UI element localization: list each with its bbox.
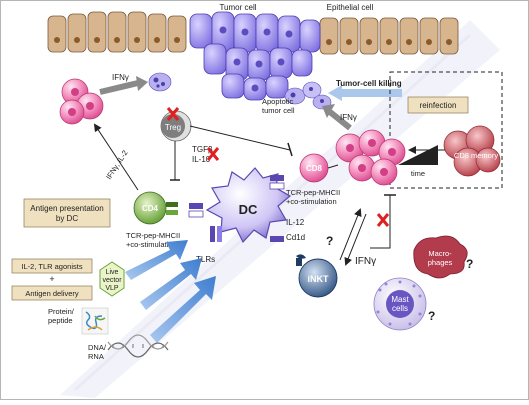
cd8-link (327, 164, 339, 169)
reinfection-label: reinfection (420, 101, 457, 110)
protein-structure-icon (81, 307, 109, 335)
dc-label: DC (239, 202, 258, 217)
dna-label-2: RNA (88, 352, 104, 361)
ifng-activated-cells (59, 78, 104, 125)
live-label-2: vector (102, 277, 122, 284)
cd8-memory-label: CD8 memory (454, 151, 498, 160)
macrophage-cell (413, 235, 468, 279)
ifng-label-top-left: IFNγ (112, 73, 129, 82)
tgfb-label: TGFβ (192, 145, 213, 154)
live-vector-hexagon (99, 261, 125, 297)
antigen-delivery-box (11, 285, 93, 301)
inkt-label: iNKT (308, 274, 329, 284)
inkt-to-cd8-arrow (339, 208, 362, 261)
antigen-delivery-label: Antigen delivery (25, 289, 79, 298)
question-mark-3: ? (428, 309, 435, 323)
killing-arrow-head (328, 85, 342, 101)
il10-label: IL-10 (192, 155, 211, 164)
ifng-inhibit-line (370, 195, 391, 249)
cd1d-label: Cd1d (286, 233, 305, 242)
dna-label-1: DNA/ (88, 343, 107, 352)
tcr-cd8-label-1: TCR-pep-MHCII (286, 188, 340, 197)
cd4-to-cells-arrow (93, 123, 139, 191)
live-label-3: VLP (105, 285, 119, 292)
tcr-cd8-label-2: +co-stimulation (286, 197, 337, 206)
question-mark-1: ? (326, 234, 333, 248)
ifng-arrow-left (99, 80, 139, 95)
dna-helix-icon (107, 334, 169, 358)
protein-label-2: peptide (48, 316, 73, 325)
cd8-to-inkt-arrow (344, 213, 367, 266)
cd4-label: CD4 (142, 204, 159, 213)
ifng-label-right: IFNγ (340, 113, 357, 122)
apoptotic-label-1: Apoptotic (262, 97, 294, 106)
cd8-memory-cells (443, 125, 501, 177)
tgfb-x-icon (206, 147, 220, 161)
macrophages-label-2: phages (428, 258, 453, 267)
reinfection-box (389, 71, 503, 189)
tumor-cell-killing-label: Tumor-cell killing (336, 79, 402, 88)
dc-receptors (188, 175, 285, 242)
adjuvant-box (11, 258, 93, 274)
ifng-label-bottom: IFNγ (355, 256, 376, 267)
macrophages-label-1: Macro- (428, 249, 452, 258)
small-apoptotic-cell (148, 72, 172, 92)
inkt-cell (296, 254, 338, 298)
ifng-arrow-left-head (136, 76, 148, 91)
apoptotic-label-2: tumor cell (262, 106, 295, 115)
epithelial-cell-label: Epithelial cell (327, 3, 374, 12)
cd8-effector-cells (335, 129, 406, 186)
question-mark-2: ? (466, 257, 473, 271)
cd8-label: CD8 (306, 164, 323, 173)
protein-label-1: Protein/ (48, 307, 75, 316)
time-label: time (411, 169, 425, 178)
reinfection-label-box (407, 96, 469, 114)
mast-label-2: cells (392, 304, 408, 313)
il12-label: IL-12 (286, 218, 305, 227)
tumor-cell-label: Tumor cell (219, 3, 256, 12)
delivery-arrows (125, 240, 216, 343)
treg-label: Treg (165, 123, 181, 132)
ifng-arrow-right-head (322, 104, 335, 118)
antigen-presentation-box (23, 198, 111, 228)
ifng-x-icon (376, 213, 390, 227)
epithelial-layer: Tumor cell Epithelial cell (47, 3, 459, 101)
treg-to-cd8-inhibit (189, 125, 291, 151)
antigen-presentation-label-1: Antigen presentation (30, 204, 103, 213)
tcr-cd4-label-2: +co-stimulation (126, 240, 177, 249)
plus-label: + (49, 274, 54, 284)
treg-to-cd8-bar (287, 142, 293, 157)
il2-tlr-label: IL-2, TLR agonists (21, 262, 82, 271)
treg-x-icon (166, 107, 180, 121)
mast-cell (373, 277, 427, 331)
tlrs-label: TLRs (196, 255, 215, 264)
ifng-arrow-right (328, 109, 352, 131)
antigen-presentation-label-2: by DC (56, 214, 78, 223)
mast-label-1: Mast (391, 295, 409, 304)
live-label-1: Live (106, 269, 119, 276)
dc-cell (205, 167, 292, 244)
cd4-cell (133, 191, 178, 225)
tcr-cd4-label-1: TCR-pep-MHCII (126, 231, 180, 240)
